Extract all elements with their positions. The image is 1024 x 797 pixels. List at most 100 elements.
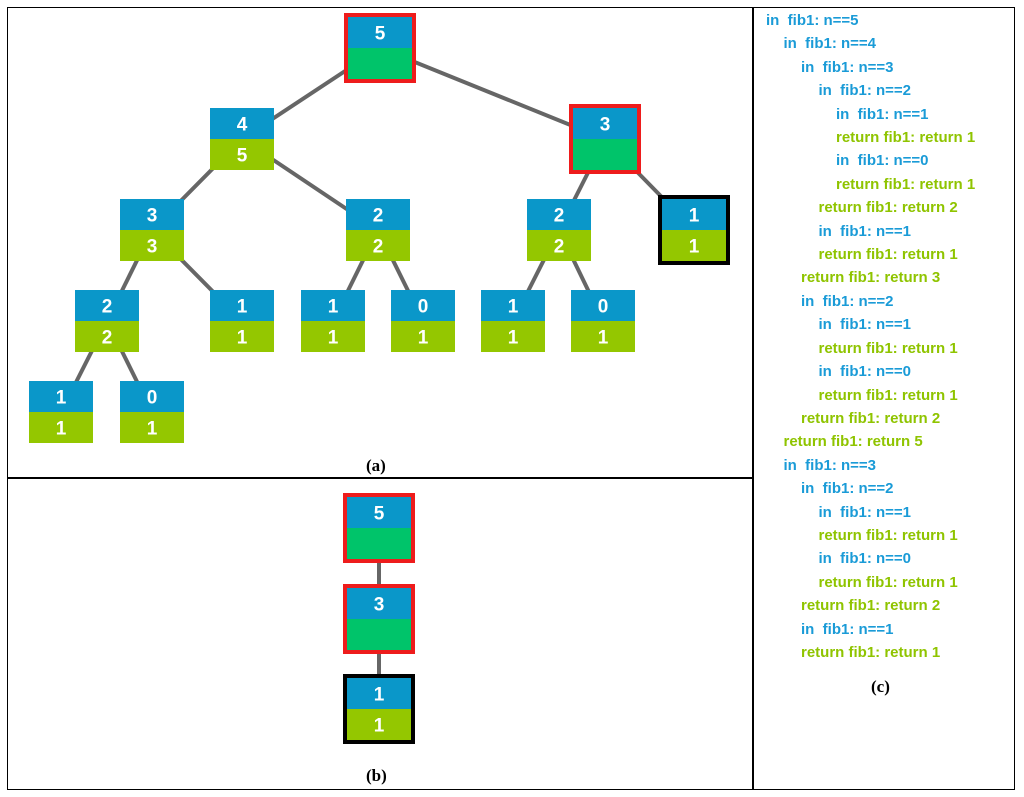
tree-a-node: 11 (658, 195, 730, 265)
tree-a-node-result-cell (120, 230, 184, 261)
tree-a-node-arg: 1 (56, 388, 67, 409)
tree-a-node: 3 (569, 104, 641, 174)
tree-a-node-result: 2 (102, 328, 113, 349)
trace-return-line: return fib1: return 1 (818, 573, 958, 591)
tree-a-node: 11 (210, 290, 274, 352)
tree-a-node-arg-cell (481, 290, 545, 321)
tree-a-node: 01 (391, 290, 455, 352)
tree-b-node: 5 (343, 493, 415, 563)
tree-a-node: 33 (120, 199, 184, 261)
trace-call-line: in fib1: n==1 (818, 316, 912, 334)
tree-b-node: 3 (343, 584, 415, 654)
tree-a-node-arg: 2 (102, 297, 113, 318)
tree-b-node-arg: 1 (374, 685, 385, 706)
tree-a-node-result-cell (348, 48, 412, 79)
trace-return-line: return fib1: return 1 (836, 129, 976, 147)
trace-call-line: in fib1: n==2 (801, 480, 894, 498)
trace-return-line: return fib1: return 2 (818, 199, 958, 217)
tree-a-node-result-cell (571, 321, 635, 352)
tree-a-node-result-cell (120, 412, 184, 443)
tree-a-node-arg: 1 (237, 297, 248, 318)
panel-c-label: (c) (871, 677, 890, 696)
tree-a-node-arg-cell (75, 290, 139, 321)
trace-return-line: return fib1: return 1 (801, 643, 941, 661)
trace-call-line: in fib1: n==2 (801, 292, 894, 310)
tree-a-node-arg-cell (391, 290, 455, 321)
tree-a-node-arg: 1 (508, 297, 519, 318)
tree-b-node-result-cell (347, 528, 411, 559)
tree-a-node-result: 1 (237, 328, 248, 349)
trace-call-line: in fib1: n==0 (818, 550, 912, 568)
tree-a-node: 01 (120, 381, 184, 443)
tree-a-node-arg-cell (120, 381, 184, 412)
tree-b-node-arg-cell (347, 678, 411, 709)
trace-call-line: in fib1: n==3 (801, 58, 894, 76)
divider-horizontal (7, 477, 753, 479)
tree-a-node-result-cell (346, 230, 410, 261)
trace-return-line: return fib1: return 5 (783, 433, 923, 451)
tree-a-node-arg: 2 (554, 206, 565, 227)
trace-return-line: return fib1: return 1 (818, 526, 958, 544)
tree-a-node-result-cell (391, 321, 455, 352)
tree-a-node-arg-cell (662, 199, 726, 230)
tree-a-node: 22 (346, 199, 410, 261)
tree-a-node-arg-cell (573, 108, 637, 139)
trace-call-line: in fib1: n==0 (836, 152, 929, 170)
tree-a-node-result: 1 (508, 328, 519, 349)
trace-call-line: in fib1: n==0 (818, 363, 912, 381)
tree-a-node-result-cell (210, 321, 274, 352)
trace-call-line: in fib1: n==1 (818, 222, 912, 240)
tree-a-node-result: 1 (689, 237, 700, 258)
tree-b-node-arg-cell (347, 497, 411, 528)
tree-a-node: 01 (571, 290, 635, 352)
tree-a-node-result-cell (75, 321, 139, 352)
tree-a-node-arg-cell (527, 199, 591, 230)
tree-b-node-result: 1 (374, 716, 385, 737)
tree-a-node-arg: 3 (600, 115, 611, 136)
tree-a-node-result-cell (573, 139, 637, 170)
tree-b-node-arg: 5 (374, 504, 385, 525)
tree-a-node-arg: 0 (418, 297, 429, 318)
tree-a-node-arg: 1 (328, 297, 339, 318)
tree-a-node-arg: 1 (689, 206, 700, 227)
tree-a-node-arg-cell (120, 199, 184, 230)
tree-b-node-result-cell (347, 619, 411, 650)
trace-call-line: in fib1: n==1 (818, 503, 912, 521)
tree-a-node-arg: 5 (375, 24, 386, 45)
trace-return-line: return fib1: return 2 (801, 409, 941, 427)
tree-a-node-arg: 0 (147, 388, 158, 409)
tree-a-node-result: 1 (418, 328, 429, 349)
tree-a-node-arg-cell (301, 290, 365, 321)
tree-a-node-result-cell (662, 230, 726, 261)
tree-a-node-result: 2 (554, 237, 565, 258)
tree-a-node-result: 1 (147, 419, 158, 440)
tree-a-node-arg-cell (210, 290, 274, 321)
trace-return-line: return fib1: return 1 (818, 339, 958, 357)
trace-return-line: return fib1: return 3 (801, 269, 941, 287)
tree-a-node-arg-cell (346, 199, 410, 230)
tree-a-node: 45 (210, 108, 274, 170)
panel-b-label: (b) (366, 766, 387, 785)
tree-b-node-arg-cell (347, 588, 411, 619)
tree-a-node-result: 1 (328, 328, 339, 349)
tree-a-node-result-cell (29, 412, 93, 443)
tree-a-node-result-cell (301, 321, 365, 352)
tree-a-node-arg: 4 (237, 115, 248, 136)
tree-b-node-result-cell (347, 709, 411, 740)
trace-call-line: in fib1: n==1 (801, 620, 894, 638)
tree-a-edge (378, 46, 607, 141)
trace-return-line: return fib1: return 1 (818, 246, 958, 264)
tree-a-node-arg-cell (210, 108, 274, 139)
tree-a-node-result-cell (527, 230, 591, 261)
trace-call-line: in fib1: n==2 (818, 82, 912, 100)
tree-a-node-arg: 0 (598, 297, 609, 318)
trace-return-line: return fib1: return 1 (818, 386, 958, 404)
tree-a-node-result: 1 (598, 328, 609, 349)
divider-vertical (752, 7, 754, 790)
tree-a-node-result: 1 (56, 419, 67, 440)
panel-a-label: (a) (366, 456, 386, 475)
tree-a-node: 11 (301, 290, 365, 352)
tree-a-node-result: 3 (147, 237, 158, 258)
